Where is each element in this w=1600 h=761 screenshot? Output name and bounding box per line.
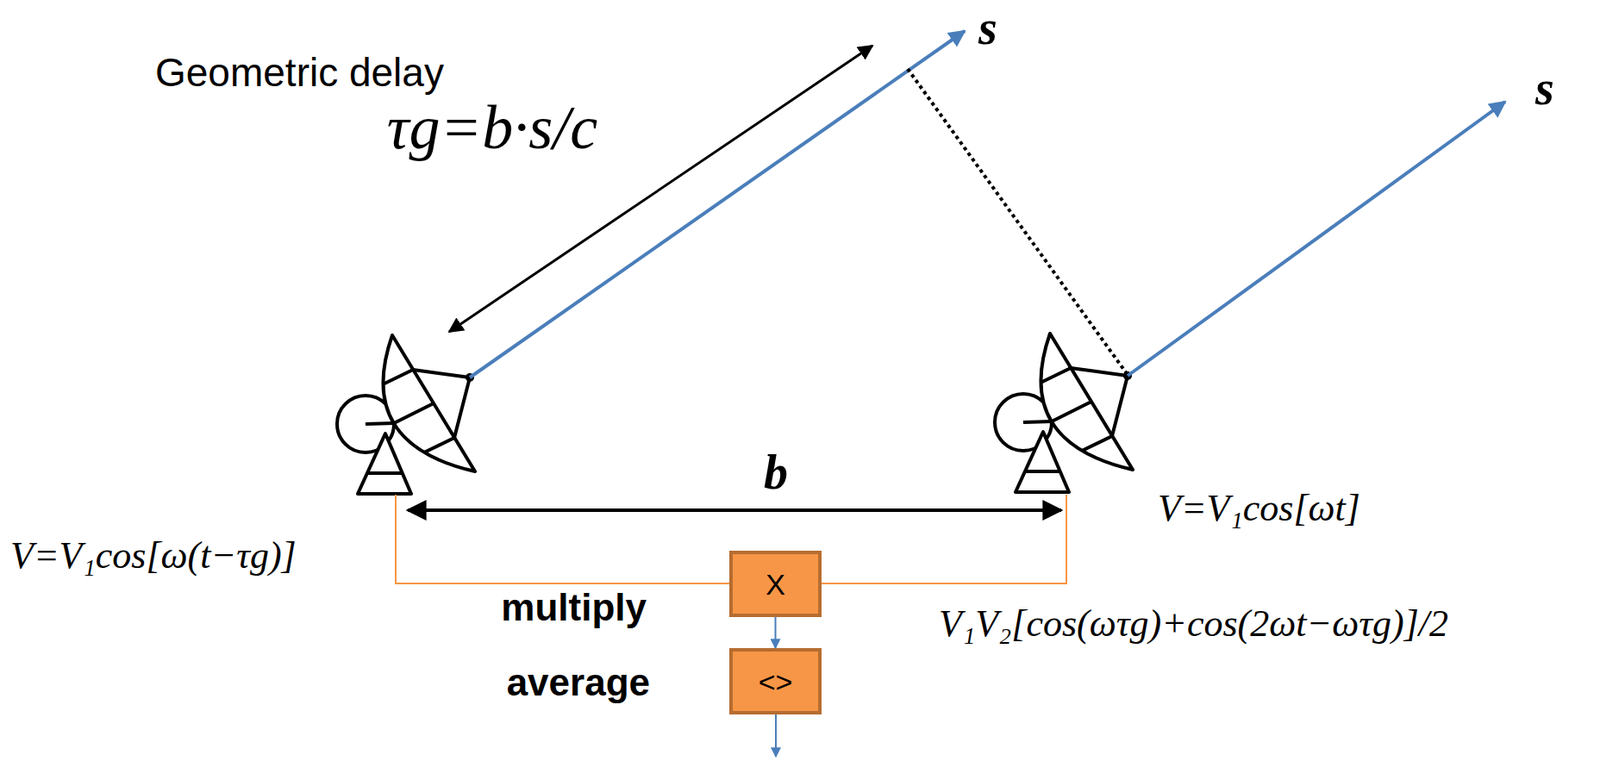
antenna-dish <box>994 333 1133 493</box>
signal-arrow <box>775 617 777 649</box>
process-box: X <box>729 550 822 618</box>
caption-text: Geometric delay <box>155 52 444 93</box>
product-formula: V₁V₂[cos(ωτg)+cos(2ωt−ωτg)]/2 <box>938 605 1449 644</box>
feed-leg <box>1070 368 1128 437</box>
vector-label: s <box>1535 63 1555 113</box>
antenna-hub <box>1023 421 1052 423</box>
step-label: average <box>506 663 650 702</box>
delay-arrow <box>449 45 873 332</box>
signal-wire <box>821 494 1067 584</box>
signal-formula: V=V₁cos[ωt] <box>1157 489 1361 528</box>
antenna-mount <box>1015 431 1069 493</box>
output-arrow <box>775 714 777 757</box>
signal-wire <box>395 494 730 584</box>
baseline-arrow <box>407 508 1062 513</box>
mount-bar <box>368 471 403 475</box>
mount-bar <box>1025 469 1061 474</box>
antenna-dish <box>337 335 475 494</box>
source-direction <box>1127 101 1506 376</box>
feed-leg <box>412 369 470 438</box>
antenna-mount <box>357 433 412 494</box>
wavefront-line <box>907 68 1126 373</box>
source-direction <box>469 31 965 378</box>
antenna-reflector <box>382 335 475 472</box>
vector-label: b <box>763 448 788 497</box>
vector-label: s <box>978 3 998 52</box>
reflector-rib <box>1040 368 1113 451</box>
box-label: X <box>765 569 786 600</box>
process-box: <> <box>729 648 822 715</box>
reflector-rib <box>382 369 455 453</box>
antenna-reflector <box>1040 333 1133 470</box>
antenna-hub <box>365 423 394 425</box>
step-label: multiply <box>500 588 647 627</box>
delay-formula: τg=b·s/c <box>387 96 598 159</box>
signal-formula: V=V₁cos[ω(t−τg)] <box>10 537 297 575</box>
box-label: <> <box>758 667 794 697</box>
